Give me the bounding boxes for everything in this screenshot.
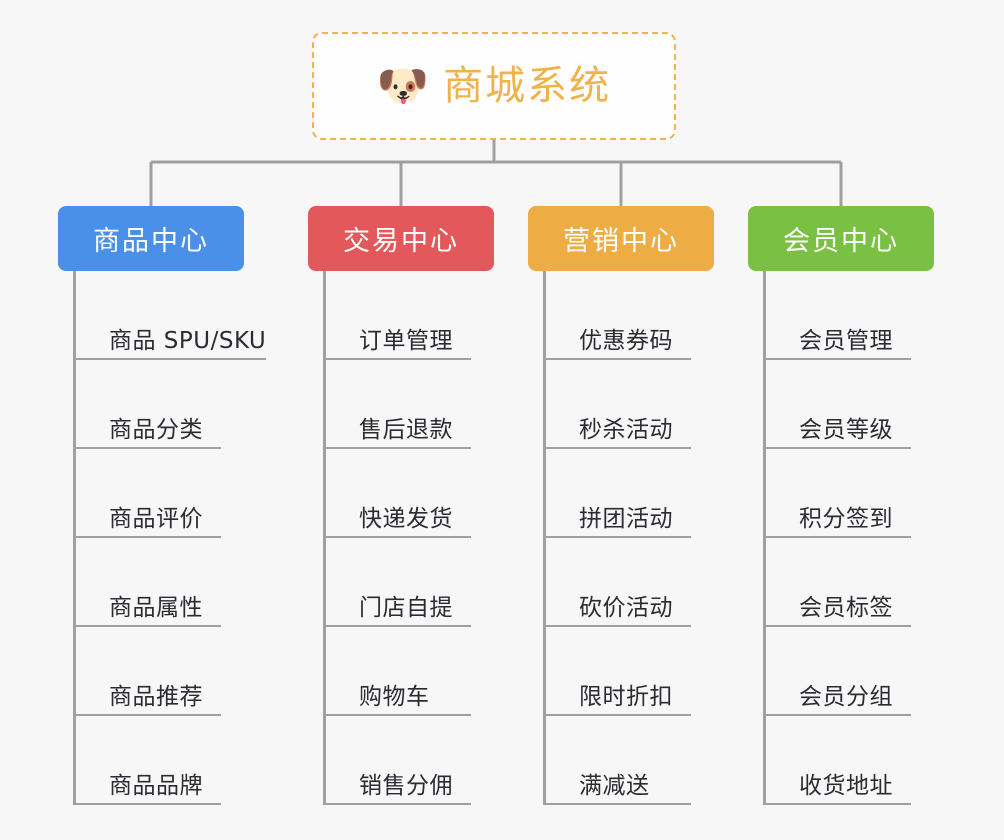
branch-item-label: 优惠券码 (579, 327, 673, 354)
branch-header-label: 营销中心 (563, 226, 679, 257)
branch-item[interactable]: 砍价活动 (546, 538, 692, 627)
branch-item-label: 购物车 (359, 683, 430, 710)
branch-item[interactable]: 订单管理 (326, 271, 472, 360)
branch-item-label: 门店自提 (359, 594, 453, 621)
branch-item-label: 秒杀活动 (579, 416, 673, 443)
branch-item-label: 商品属性 (109, 594, 203, 621)
branch-column-3: 营销中心优惠券码秒杀活动拼团活动砍价活动限时折扣满减送 (528, 206, 774, 805)
branch-item[interactable]: 优惠券码 (546, 271, 692, 360)
branch-item[interactable]: 拼团活动 (546, 449, 692, 538)
branch-item-label: 收货地址 (799, 772, 893, 799)
branch-item[interactable]: 门店自提 (326, 538, 472, 627)
branch-item[interactable]: 会员等级 (766, 360, 912, 449)
branch-item[interactable]: 商品推荐 (76, 627, 222, 716)
branch-item-label: 商品 SPU/SKU (109, 327, 267, 354)
branch-item-label: 满减送 (579, 772, 650, 799)
branch-item-label: 会员管理 (799, 327, 893, 354)
branch-item-label: 销售分佣 (359, 772, 453, 799)
branch-column-1: 商品中心商品 SPU/SKU 商品分类商品评价商品属性商品推荐商品品牌 (58, 206, 304, 805)
branch-item[interactable]: 商品分类 (76, 360, 222, 449)
branch-item[interactable]: 会员分组 (766, 627, 912, 716)
branch-item-list: 会员管理会员等级积分签到会员标签会员分组收货地址 (763, 271, 994, 805)
branch-item-label: 订单管理 (359, 327, 453, 354)
branch-item-list: 商品 SPU/SKU 商品分类商品评价商品属性商品推荐商品品牌 (73, 271, 304, 805)
branch-item[interactable]: 商品 SPU/SKU (76, 271, 267, 360)
dog-face-icon: 🐶 (376, 61, 430, 110)
branch-header-1[interactable]: 商品中心 (58, 206, 244, 271)
branch-item[interactable]: 积分签到 (766, 449, 912, 538)
branch-item-label: 砍价活动 (579, 594, 673, 621)
root-node[interactable]: 🐶 商城系统 (312, 32, 676, 140)
branch-item-list: 优惠券码秒杀活动拼团活动砍价活动限时折扣满减送 (543, 271, 774, 805)
branch-header-2[interactable]: 交易中心 (308, 206, 494, 271)
branch-item-label: 售后退款 (359, 416, 453, 443)
branch-header-4[interactable]: 会员中心 (748, 206, 934, 271)
branch-item[interactable]: 商品评价 (76, 449, 222, 538)
branch-item[interactable]: 快递发货 (326, 449, 472, 538)
branch-item-label: 会员等级 (799, 416, 893, 443)
branch-item[interactable]: 收货地址 (766, 716, 912, 805)
branch-item-label: 积分签到 (799, 505, 893, 532)
branch-item-label: 快递发货 (359, 505, 453, 532)
branch-item[interactable]: 满减送 (546, 716, 692, 805)
branch-item-label: 商品评价 (109, 505, 203, 532)
branch-item[interactable]: 销售分佣 (326, 716, 472, 805)
branch-item[interactable]: 商品属性 (76, 538, 222, 627)
branch-item-label: 商品品牌 (109, 772, 203, 799)
branch-item-label: 限时折扣 (579, 683, 673, 710)
branch-item[interactable]: 购物车 (326, 627, 472, 716)
branch-header-label: 商品中心 (93, 226, 209, 257)
branch-column-4: 会员中心会员管理会员等级积分签到会员标签会员分组收货地址 (748, 206, 994, 805)
branch-column-2: 交易中心订单管理售后退款快递发货门店自提购物车销售分佣 (308, 206, 554, 805)
branch-item-label: 拼团活动 (579, 505, 673, 532)
branch-item-list: 订单管理售后退款快递发货门店自提购物车销售分佣 (323, 271, 554, 805)
root-title: 商城系统 (443, 63, 612, 109)
branch-item-label: 商品推荐 (109, 683, 203, 710)
branch-header-label: 会员中心 (783, 226, 899, 257)
branch-item-label: 商品分类 (109, 416, 203, 443)
branch-item[interactable]: 限时折扣 (546, 627, 692, 716)
branch-item-label: 会员标签 (799, 594, 893, 621)
branch-item[interactable]: 会员管理 (766, 271, 912, 360)
branch-header-label: 交易中心 (343, 226, 459, 257)
branch-item-label: 会员分组 (799, 683, 893, 710)
branch-item[interactable]: 秒杀活动 (546, 360, 692, 449)
branch-header-3[interactable]: 营销中心 (528, 206, 714, 271)
branch-item[interactable]: 售后退款 (326, 360, 472, 449)
branch-item[interactable]: 会员标签 (766, 538, 912, 627)
branch-item[interactable]: 商品品牌 (76, 716, 222, 805)
